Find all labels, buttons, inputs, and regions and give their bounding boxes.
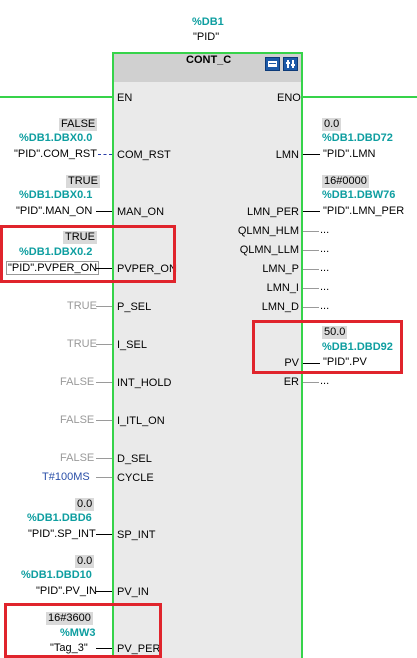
- lmn-tag[interactable]: "PID".LMN: [323, 148, 376, 160]
- pvper-on-value: TRUE: [63, 231, 97, 244]
- pin-i-sel[interactable]: I_SEL: [117, 339, 147, 351]
- block-settings-icon[interactable]: [283, 57, 298, 71]
- cont-c-block[interactable]: [112, 52, 303, 658]
- power-rail-right: [303, 96, 417, 98]
- pv-per-value: 16#3600: [46, 612, 93, 625]
- pin-qlmn-llm[interactable]: QLMN_LLM: [239, 244, 299, 256]
- lmn-d-wire: [303, 307, 319, 308]
- pv-per-wire: [96, 648, 112, 649]
- pv-wire: [303, 363, 320, 364]
- pin-en[interactable]: EN: [117, 92, 133, 104]
- highlight-pv: [252, 320, 403, 374]
- pin-pvper-on[interactable]: PVPER_ON: [117, 263, 177, 275]
- sp-int-tag[interactable]: "PID".SP_INT: [28, 528, 96, 540]
- pin-eno[interactable]: ENO: [277, 92, 301, 104]
- pin-lmn[interactable]: LMN: [275, 149, 299, 161]
- i-sel-value[interactable]: TRUE: [67, 338, 97, 350]
- i-sel-wire: [96, 344, 112, 345]
- man-on-wire: [96, 211, 112, 212]
- qlmn-hlm-wire: [303, 231, 319, 232]
- instance-db-name: "PID": [193, 31, 220, 43]
- d-sel-wire: [96, 458, 112, 459]
- pin-int-hold[interactable]: INT_HOLD: [117, 377, 172, 389]
- power-rail-left: [0, 96, 113, 98]
- man-on-tag[interactable]: "PID".MAN_ON: [16, 205, 93, 217]
- lmn-per-tag[interactable]: "PID".LMN_PER: [323, 205, 405, 217]
- com-rst-wire: [98, 154, 112, 155]
- sp-int-address: %DB1.DBD6: [27, 512, 92, 524]
- block-title: CONT_C: [186, 54, 232, 66]
- pin-qlmn-hlm[interactable]: QLMN_HLM: [237, 225, 299, 237]
- lmn-wire: [303, 154, 320, 155]
- pin-i-itl-on[interactable]: I_ITL_ON: [117, 415, 165, 427]
- i-itl-on-wire: [96, 420, 112, 421]
- i-itl-on-value[interactable]: FALSE: [60, 414, 95, 426]
- pv-in-address: %DB1.DBD10: [21, 569, 92, 581]
- pin-pv-per[interactable]: PV_PER: [117, 643, 161, 655]
- man-on-address: %DB1.DBX0.1: [19, 189, 93, 201]
- lmn-value: 0.0: [322, 118, 342, 131]
- lmn-per-address: %DB1.DBW76: [322, 189, 396, 201]
- sp-int-wire: [96, 534, 112, 535]
- com-rst-tag[interactable]: "PID".COM_RST: [14, 148, 97, 160]
- pv-address: %DB1.DBD92: [322, 341, 393, 353]
- lmn-d-value[interactable]: ...: [320, 300, 330, 312]
- qlmn-hlm-value[interactable]: ...: [320, 224, 330, 236]
- qlmn-llm-value[interactable]: ...: [320, 243, 330, 255]
- pin-lmn-p[interactable]: LMN_P: [262, 263, 299, 275]
- cycle-value[interactable]: T#100MS: [42, 471, 90, 483]
- pv-per-address: %MW3: [60, 627, 96, 639]
- int-hold-value[interactable]: FALSE: [60, 376, 95, 388]
- man-on-value: TRUE: [66, 175, 100, 188]
- block-parameter-icon[interactable]: [265, 57, 280, 71]
- pin-cycle[interactable]: CYCLE: [117, 472, 154, 484]
- com-rst-value: FALSE: [59, 118, 98, 131]
- pin-er[interactable]: ER: [283, 376, 299, 388]
- p-sel-value[interactable]: TRUE: [67, 300, 97, 312]
- lmn-i-value[interactable]: ...: [320, 281, 330, 293]
- pvper-on-wire: [96, 268, 112, 269]
- instance-db-address: %DB1: [192, 16, 224, 28]
- pin-lmn-d[interactable]: LMN_D: [261, 301, 299, 313]
- er-wire: [303, 382, 319, 383]
- highlight-pv-per: [4, 603, 162, 658]
- lmn-per-value: 16#0000: [322, 175, 369, 188]
- lmn-i-wire: [303, 288, 319, 289]
- pin-lmn-per[interactable]: LMN_PER: [247, 206, 299, 218]
- qlmn-llm-wire: [303, 250, 319, 251]
- pin-p-sel[interactable]: P_SEL: [117, 301, 152, 313]
- d-sel-value[interactable]: FALSE: [60, 452, 95, 464]
- int-hold-wire: [96, 382, 112, 383]
- pin-d-sel[interactable]: D_SEL: [117, 453, 152, 465]
- pin-pv-in[interactable]: PV_IN: [117, 586, 149, 598]
- highlight-pvper-on: [0, 225, 176, 283]
- pv-tag[interactable]: "PID".PV: [323, 356, 367, 368]
- pin-pv[interactable]: PV: [284, 357, 299, 369]
- cycle-wire: [96, 477, 112, 478]
- pin-man-on[interactable]: MAN_ON: [117, 206, 165, 218]
- pv-in-tag[interactable]: "PID".PV_IN: [36, 585, 97, 597]
- lmn-address: %DB1.DBD72: [322, 132, 393, 144]
- pv-in-wire: [96, 591, 112, 592]
- p-sel-wire: [96, 306, 112, 307]
- pin-lmn-i[interactable]: LMN_I: [266, 282, 299, 294]
- com-rst-address: %DB1.DBX0.0: [19, 132, 93, 144]
- sp-int-value: 0.0: [75, 498, 95, 511]
- lmn-p-wire: [303, 269, 319, 270]
- pv-per-tag[interactable]: "Tag_3": [50, 642, 88, 654]
- pin-com-rst[interactable]: COM_RST: [117, 149, 171, 161]
- lmn-p-value[interactable]: ...: [320, 262, 330, 274]
- pv-value: 50.0: [322, 326, 348, 339]
- pvper-on-address: %DB1.DBX0.2: [19, 246, 93, 258]
- pin-sp-int[interactable]: SP_INT: [117, 529, 156, 541]
- pv-in-value: 0.0: [75, 555, 95, 568]
- er-value[interactable]: ...: [320, 375, 330, 387]
- lmn-per-wire: [303, 211, 320, 212]
